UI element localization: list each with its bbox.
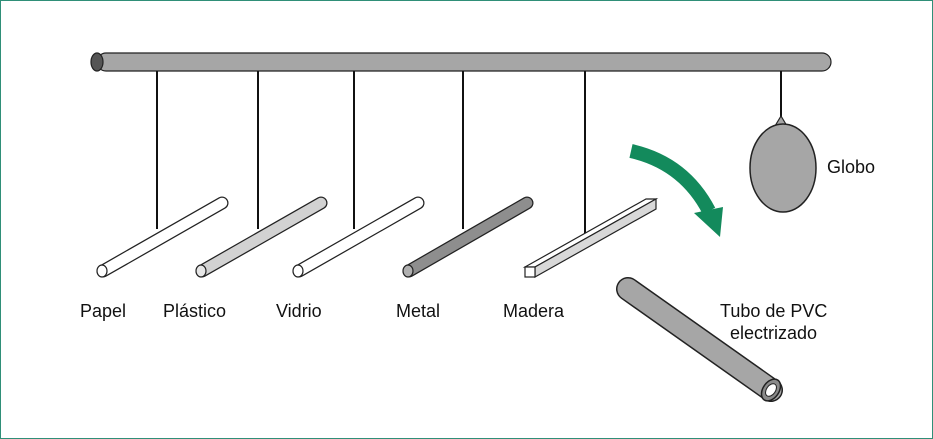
glass-rod: [292, 196, 425, 278]
support-bar: [90, 52, 832, 72]
balloon: [749, 114, 817, 213]
rotation-arrow: [629, 144, 723, 237]
wood-bar: [522, 197, 659, 279]
paper-rod: [96, 196, 229, 278]
label-paper: Papel: [80, 301, 126, 321]
plastic-rod: [195, 196, 328, 278]
label-pvc-line2: electrizado: [730, 323, 817, 343]
label-wood: Madera: [503, 301, 565, 321]
pvc-tube: [616, 277, 783, 402]
label-glass: Vidrio: [276, 301, 322, 321]
label-plastic: Plástico: [163, 301, 226, 321]
metal-rod: [402, 196, 534, 278]
label-balloon: Globo: [827, 157, 875, 177]
label-pvc-line1: Tubo de PVC: [720, 301, 827, 321]
label-metal: Metal: [396, 301, 440, 321]
